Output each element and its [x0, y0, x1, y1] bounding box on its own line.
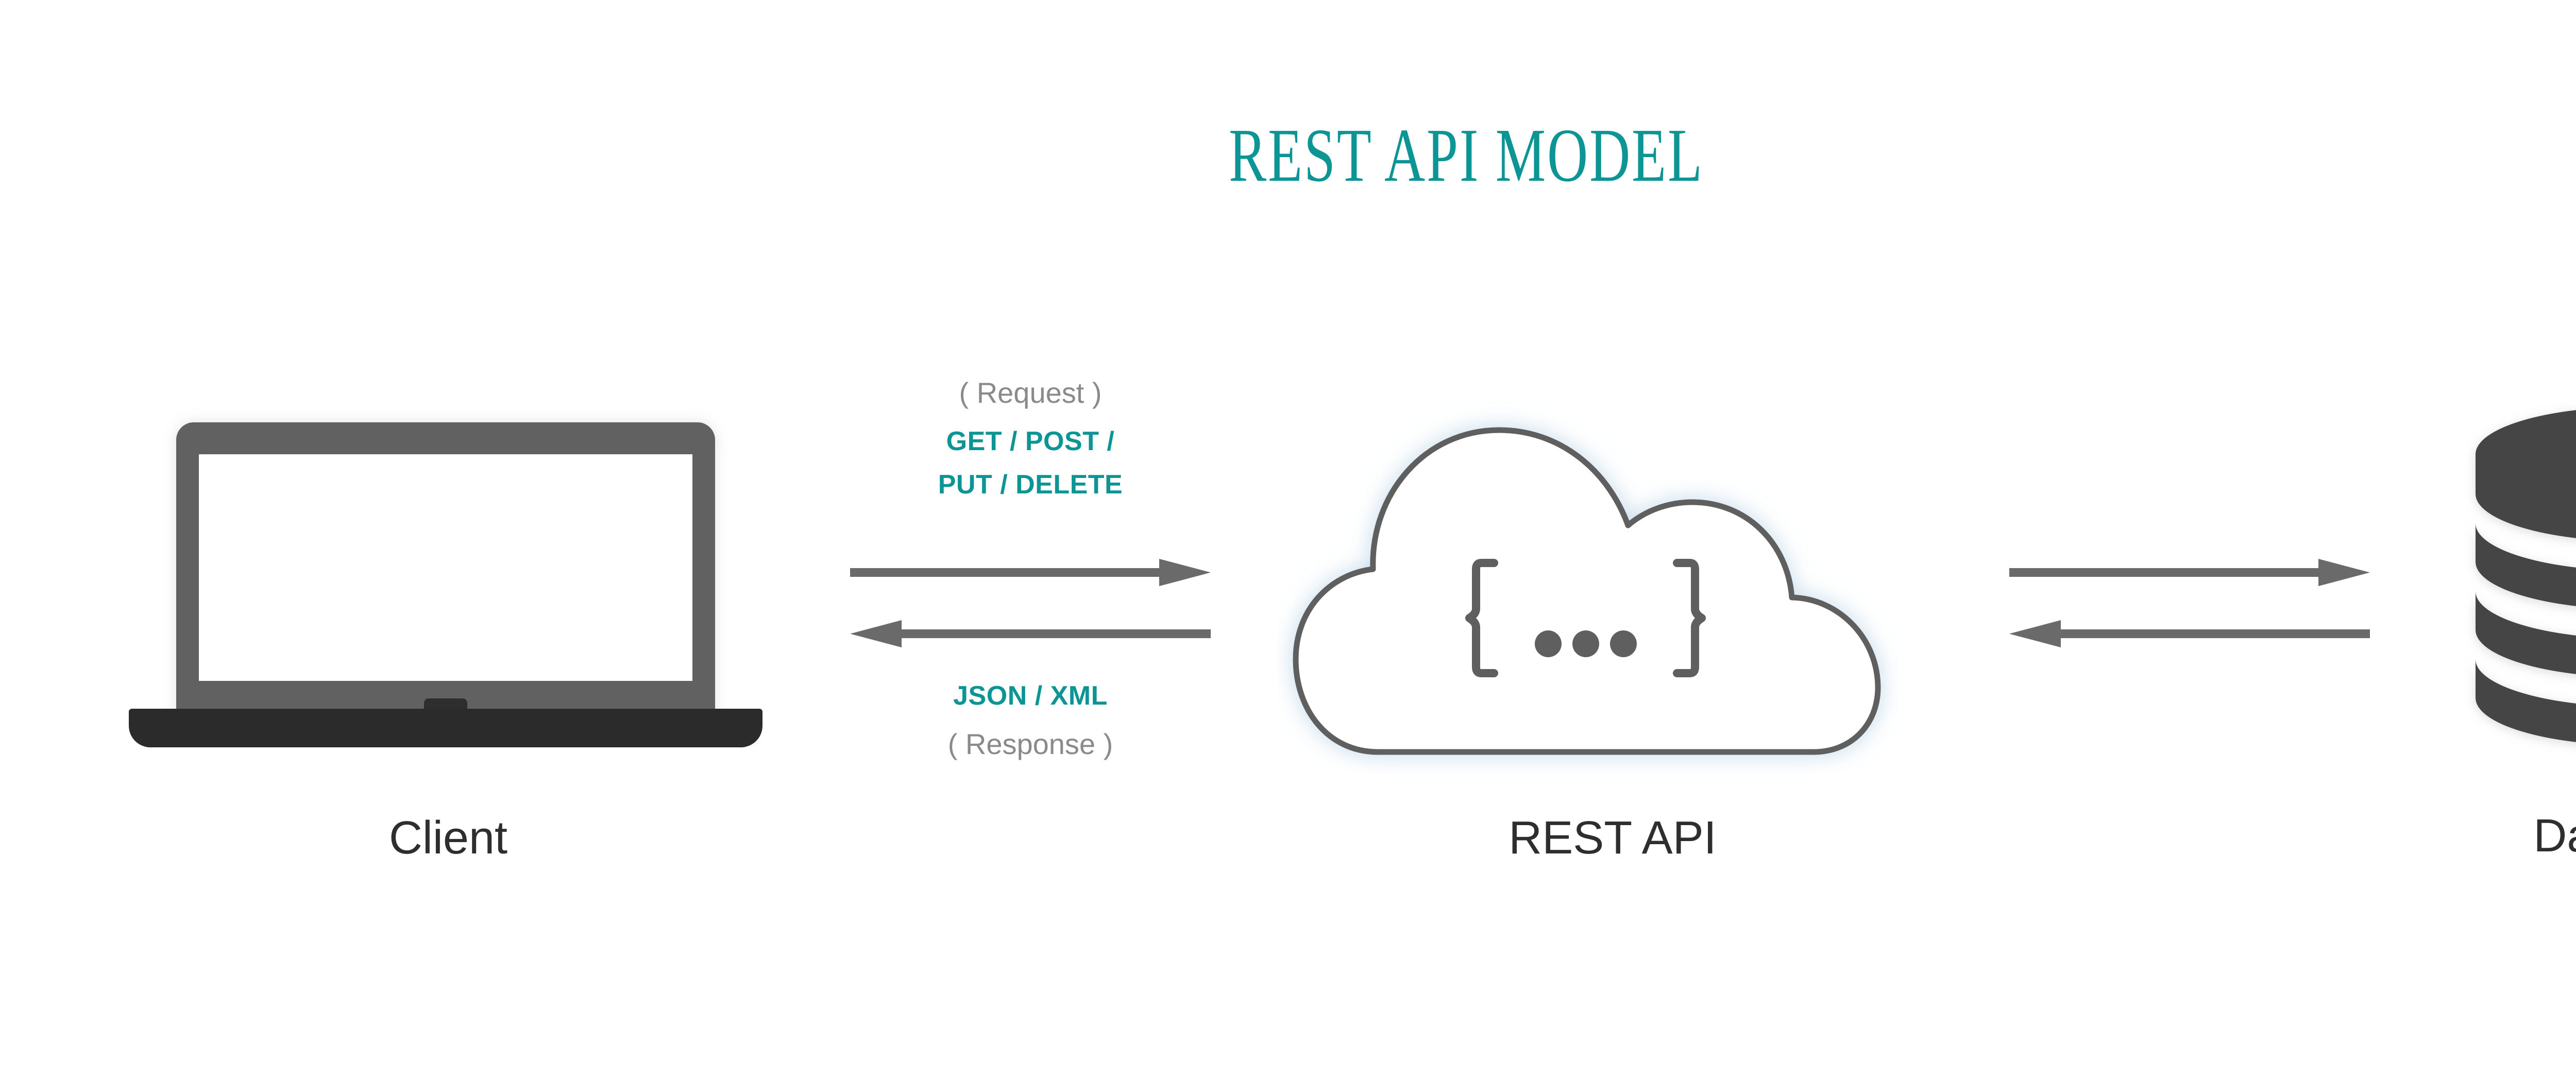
ellipsis-dots-icon [1535, 630, 1637, 657]
client-api-arrow-pair [850, 554, 1211, 672]
db-write-arrow-right-icon [2009, 559, 2370, 586]
response-arrow-left-icon [850, 620, 1211, 647]
response-formats-label: JSON / XML [953, 681, 1108, 711]
database-label: Database [2533, 810, 2576, 862]
request-arrow-right-icon [850, 559, 1211, 586]
curly-braces-icon [1465, 559, 1706, 677]
response-paren-label: ( Response ) [947, 728, 1113, 760]
label-spacer [799, 455, 1262, 471]
request-label-group: ( Request ) GET / POST / PUT / DELETE [799, 377, 1262, 500]
database-node [2458, 397, 2576, 757]
database-cylinder-icon [2476, 410, 2576, 742]
client-label: Client [388, 812, 508, 864]
request-methods-line-2: PUT / DELETE [938, 470, 1123, 500]
rest-api-label: REST API [1509, 812, 1717, 864]
page-title: REST API MODEL [1229, 113, 1704, 198]
api-database-arrow-pair [2009, 554, 2370, 672]
db-read-arrow-left-icon [2009, 620, 2370, 647]
request-paren-label: ( Request ) [959, 377, 1102, 409]
cloud-icon [1293, 427, 1881, 755]
laptop-base [129, 709, 762, 747]
label-spacer [799, 709, 1262, 730]
label-spacer [799, 407, 1262, 428]
client-node [129, 407, 768, 773]
rest-api-node [1278, 391, 1947, 773]
laptop-screen [199, 454, 692, 681]
response-label-group: JSON / XML ( Response ) [799, 682, 1262, 759]
request-methods-line-1: GET / POST / [946, 426, 1115, 456]
laptop-icon [176, 422, 715, 729]
